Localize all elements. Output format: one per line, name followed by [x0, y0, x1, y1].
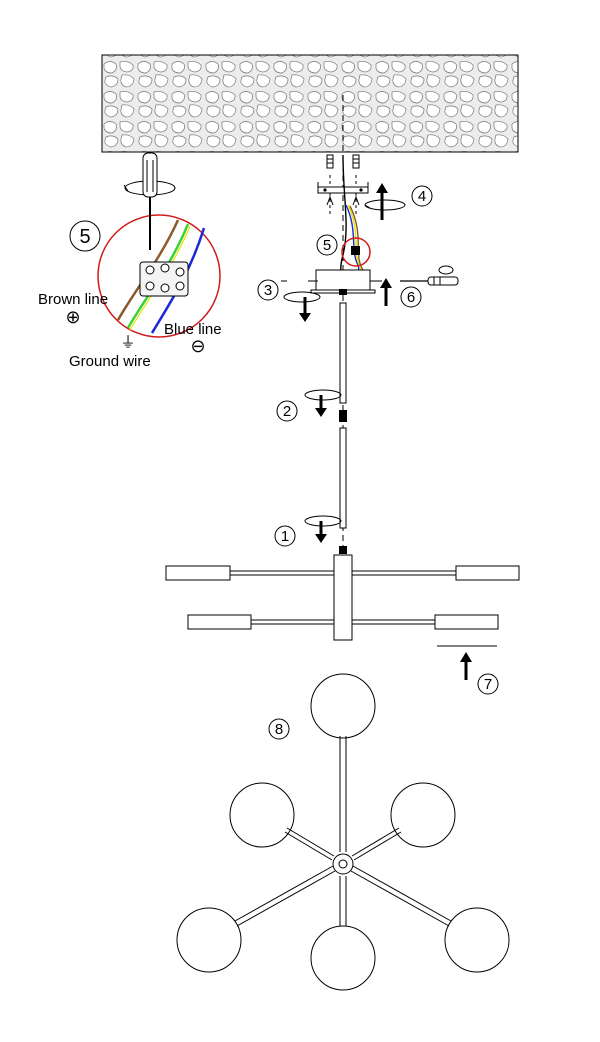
step6-up-arrow-icon	[380, 278, 392, 306]
blue-line-label: Blue line	[164, 321, 222, 338]
plus-symbol-icon: ⊕	[65, 307, 80, 327]
step1-label: 1	[281, 528, 289, 545]
step4-marker	[411, 185, 433, 207]
mounting-bracket	[317, 182, 369, 194]
step3-marker	[257, 279, 279, 301]
step3-label: 3	[264, 282, 272, 299]
brown-line-label: Brown line	[38, 291, 108, 308]
step1-rotate-arrow-icon	[304, 515, 342, 543]
inline-detail-circle	[341, 237, 371, 267]
upper-rod	[339, 302, 347, 404]
ground-symbol-icon: ⏚	[120, 334, 135, 351]
step5-detail-label: 5	[79, 226, 90, 248]
step5-inline-marker	[316, 234, 338, 256]
step1-marker	[274, 525, 296, 547]
fixture-top-view	[176, 673, 510, 991]
step4-label: 4	[418, 188, 426, 205]
fixture-side-view	[165, 546, 520, 641]
step7-label: 7	[484, 676, 492, 693]
wall-anchors	[326, 154, 360, 215]
canopy	[308, 269, 382, 295]
step8-label: 8	[275, 721, 283, 738]
step6-marker	[400, 286, 422, 308]
step3-rotate-arrow-icon	[281, 280, 321, 322]
step2-label: 2	[283, 403, 291, 420]
minus-symbol-icon: ⊖	[190, 336, 205, 356]
inline-terminal-block-icon	[351, 246, 360, 255]
step7-up-arrow-icon	[437, 645, 497, 680]
step8-marker	[268, 718, 290, 740]
detail-screwdriver-icon	[123, 152, 176, 250]
ground-wire-label: Ground wire	[69, 353, 151, 370]
lower-rod	[339, 427, 347, 529]
step5-inline-label: 5	[323, 237, 331, 254]
step2-rotate-arrow-icon	[304, 389, 342, 417]
step5-detail-marker	[69, 220, 101, 252]
side-screwdriver-icon	[400, 265, 459, 286]
rod-connector	[339, 410, 347, 422]
wiring-detail	[97, 214, 221, 338]
step7-marker	[477, 673, 499, 695]
step6-label: 6	[407, 289, 415, 306]
terminal-block-icon	[139, 261, 189, 297]
ceiling	[101, 54, 519, 153]
step4-rotate-arrow-icon	[364, 183, 406, 220]
step2-marker	[276, 400, 298, 422]
